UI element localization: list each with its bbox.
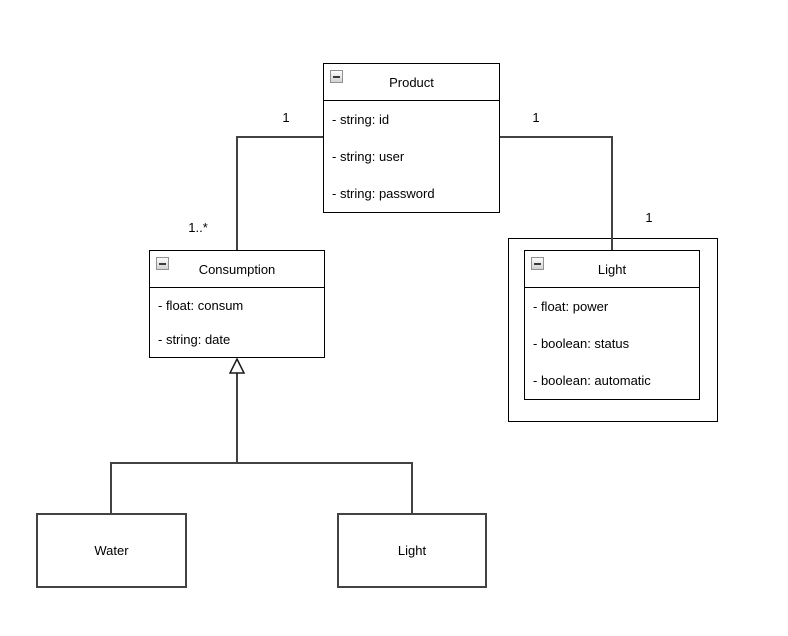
class-attribute[interactable]: - string: date [158,332,231,348]
edge-product-consumption-horizontal[interactable] [237,136,323,138]
water-node-box[interactable]: Water [36,513,187,588]
multiplicity-label-light-side[interactable]: 1 [643,210,655,225]
inheritance-tree-water-drop[interactable] [110,462,112,513]
product-class-box[interactable]: Product - string: id - string: user - st… [323,63,500,213]
class-title: Consumption [198,261,276,277]
light-class-header: Light [525,251,699,288]
multiplicity-label-consumption-side[interactable]: 1..* [186,220,210,235]
consumption-class-body: - float: consum - string: date [150,288,324,357]
product-class-body: - string: id - string: user - string: pa… [324,101,499,212]
collapse-minus-icon[interactable] [330,70,343,83]
node-label: Light [397,543,427,558]
product-class-header: Product [324,64,499,101]
inheritance-tree-horizontal[interactable] [110,462,413,464]
edge-product-light-vertical[interactable] [611,136,613,250]
edge-product-light-horizontal[interactable] [500,136,613,138]
class-title: Product [389,74,434,90]
light-class-body: - float: power - boolean: status - boole… [525,288,699,399]
class-attribute[interactable]: - boolean: status [533,336,630,351]
class-attribute[interactable]: - string: password [332,186,435,201]
collapse-minus-icon[interactable] [156,257,169,270]
class-attribute[interactable]: - float: power [533,299,609,314]
class-attribute[interactable]: - boolean: automatic [533,373,651,388]
class-attribute[interactable]: - string: user [332,149,405,164]
node-label: Water [94,543,129,558]
inheritance-arrow-icon[interactable] [228,357,246,375]
edge-product-consumption-vertical[interactable] [236,136,238,250]
inheritance-tree-light-drop[interactable] [411,462,413,513]
light-node-box[interactable]: Light [337,513,487,588]
multiplicity-label-product-side-right[interactable]: 1 [530,110,542,125]
class-title: Light [597,261,627,277]
consumption-class-header: Consumption [150,251,324,288]
multiplicity-label-product-side-left[interactable]: 1 [280,110,292,125]
light-class-box[interactable]: Light - float: power - boolean: status -… [524,250,700,400]
consumption-class-box[interactable]: Consumption - float: consum - string: da… [149,250,325,358]
inheritance-edge-trunk[interactable] [236,373,238,463]
class-attribute[interactable]: - string: id [332,112,390,127]
collapse-minus-icon[interactable] [531,257,544,270]
class-attribute[interactable]: - float: consum [158,297,244,313]
